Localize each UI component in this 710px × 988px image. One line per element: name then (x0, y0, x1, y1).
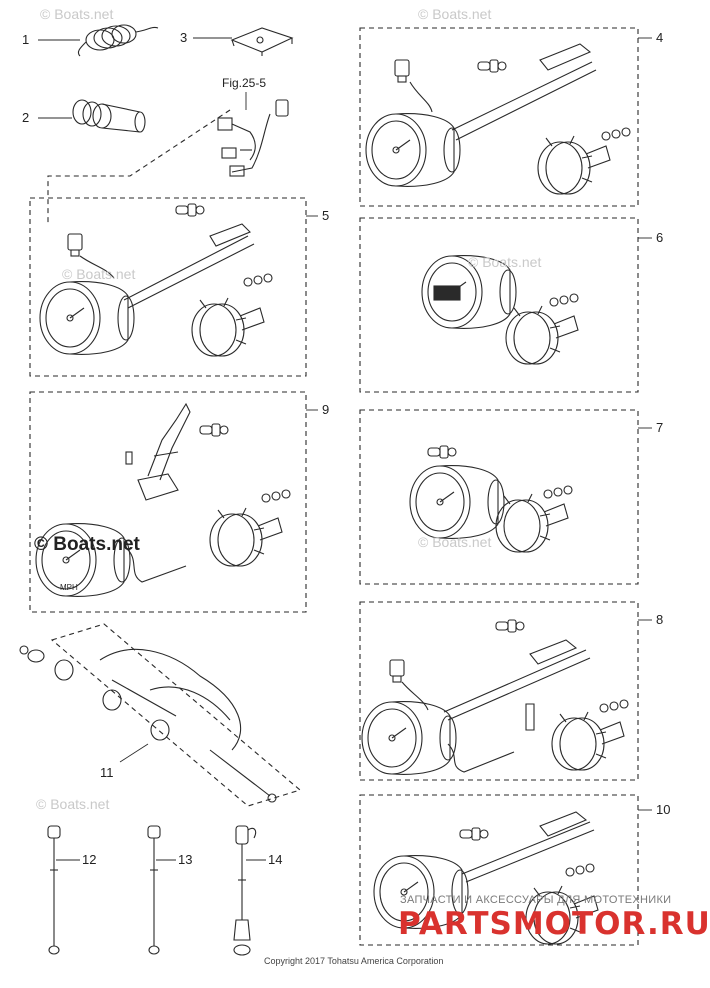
group-boxes (29, 27, 639, 946)
part-11-panel-hardware (19, 645, 277, 803)
callout-12: 12 (82, 852, 97, 867)
gauge-face-label: MPH (60, 583, 78, 592)
promo-banner-text: ЗАПЧАСТИ И АКСЕССУАРЫ ДЛЯ МОТОТЕХНИКИ (400, 894, 672, 906)
harness-assembly (217, 99, 289, 177)
group-5-gauge-kit (39, 203, 273, 357)
group-box-8 (359, 601, 639, 781)
figure-reference: Fig.25-5 (222, 76, 267, 90)
callout-8: 8 (656, 612, 664, 627)
watermark-left-low: © Boats.net (36, 796, 110, 812)
callout-10: 10 (656, 802, 671, 817)
part-12-cable (47, 825, 61, 955)
group-box-9 (29, 391, 307, 613)
watermark-right-a: © Boats.net (418, 6, 492, 22)
callout-1: 1 (22, 32, 30, 47)
fig-ref-connector (47, 109, 231, 226)
group-box-7 (359, 409, 639, 585)
copyright-text: Copyright 2017 Tohatsu America Corporati… (264, 956, 444, 966)
callout-7: 7 (656, 420, 664, 435)
group-box-6 (359, 217, 639, 393)
callout-9: 9 (322, 402, 330, 417)
group-9-pitot-speedometer: MPH (35, 402, 291, 597)
watermark-top: © Boats.net (40, 6, 114, 22)
callout-2: 2 (22, 110, 30, 125)
leader-lines (38, 37, 652, 861)
part-2-sleeve (72, 99, 146, 133)
watermark-right-low: © Boats.net (418, 534, 492, 550)
part-13-cable (147, 825, 161, 955)
watermark-dark: © Boats.net (34, 534, 140, 555)
callout-5: 5 (322, 208, 330, 223)
callout-6: 6 (656, 230, 664, 245)
group-box-4 (359, 27, 639, 207)
callout-11: 11 (100, 765, 114, 780)
part-14-cable (233, 825, 257, 956)
group-6-gauge-kit (421, 255, 579, 365)
callout-14: 14 (268, 852, 283, 867)
group-8-gauge-kit (361, 619, 629, 775)
group-box-10 (359, 794, 639, 946)
watermark-left-mid: © Boats.net (62, 266, 136, 282)
watermark-right-b: © Boats.net (468, 254, 542, 270)
callout-13: 13 (178, 852, 193, 867)
group-10-gauge-kit (373, 811, 599, 945)
brand-logo-text: PARTSMOTOR.RU (398, 906, 710, 942)
callout-3: 3 (180, 30, 188, 45)
part-3-clip (230, 27, 294, 56)
callout-4: 4 (656, 30, 664, 45)
group-box-11 (50, 623, 302, 807)
part-1-wire-coil (77, 24, 159, 57)
group-box-5 (29, 197, 307, 377)
group-4-gauge-kit (365, 43, 631, 195)
